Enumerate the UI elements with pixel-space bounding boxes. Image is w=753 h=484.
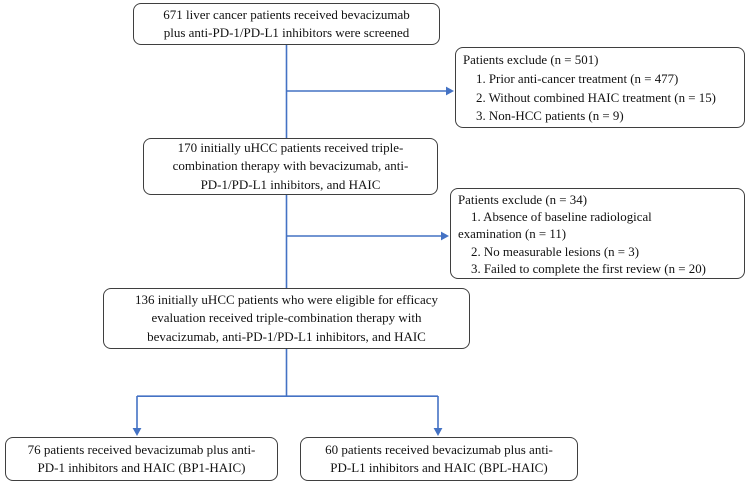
arrowhead-exclude-screening-icon [446,86,454,96]
arrowhead-bp1-icon [132,428,142,436]
exclude-screening-item: 2. Without combined HAIC treatment (n = … [476,90,716,105]
exclude-efficacy-item: 3. Failed to complete the first review (… [471,261,706,276]
exclude-screening-title: Patients exclude (n = 501) [463,53,599,67]
box-triple-170: 170 initially uHCC patients received tri… [143,138,438,195]
exclude-efficacy-item: 1. Absence of baseline radiological [471,210,652,225]
box-eligible-136-text: 136 initially uHCC patients who were eli… [134,291,438,344]
arrowhead-exclude-efficacy-icon [441,231,449,241]
exclude-efficacy-title: Patients exclude (n = 34) [458,193,587,207]
exclude-efficacy-item-continuation: examination (n = 11) [458,227,567,242]
box-screened: 671 liver cancer patients received bevac… [133,3,440,45]
box-exclude-screening: Patients exclude (n = 501) 1. Prior anti… [455,47,745,128]
exclude-screening-item: 1. Prior anti-cancer treatment (n = 477) [476,71,679,86]
exclude-efficacy-item: 2. No measurable lesions (n = 3) [471,244,640,259]
box-eligible-136: 136 initially uHCC patients who were eli… [103,288,470,349]
box-bp1-haic-text: 76 patients received bevacizumab plus an… [27,441,256,476]
box-bp1-haic: 76 patients received bevacizumab plus an… [5,437,278,481]
box-screened-text: 671 liver cancer patients received bevac… [163,6,410,41]
box-triple-170-text: 170 initially uHCC patients received tri… [172,139,409,192]
arrowhead-bpl-icon [433,428,443,436]
box-bpl-haic-text: 60 patients received bevacizumab plus an… [325,441,553,476]
exclude-screening-item: 3. Non-HCC patients (n = 9) [476,109,624,124]
box-exclude-efficacy: Patients exclude (n = 34) 1. Absence of … [450,188,745,279]
box-bpl-haic: 60 patients received bevacizumab plus an… [300,437,578,481]
